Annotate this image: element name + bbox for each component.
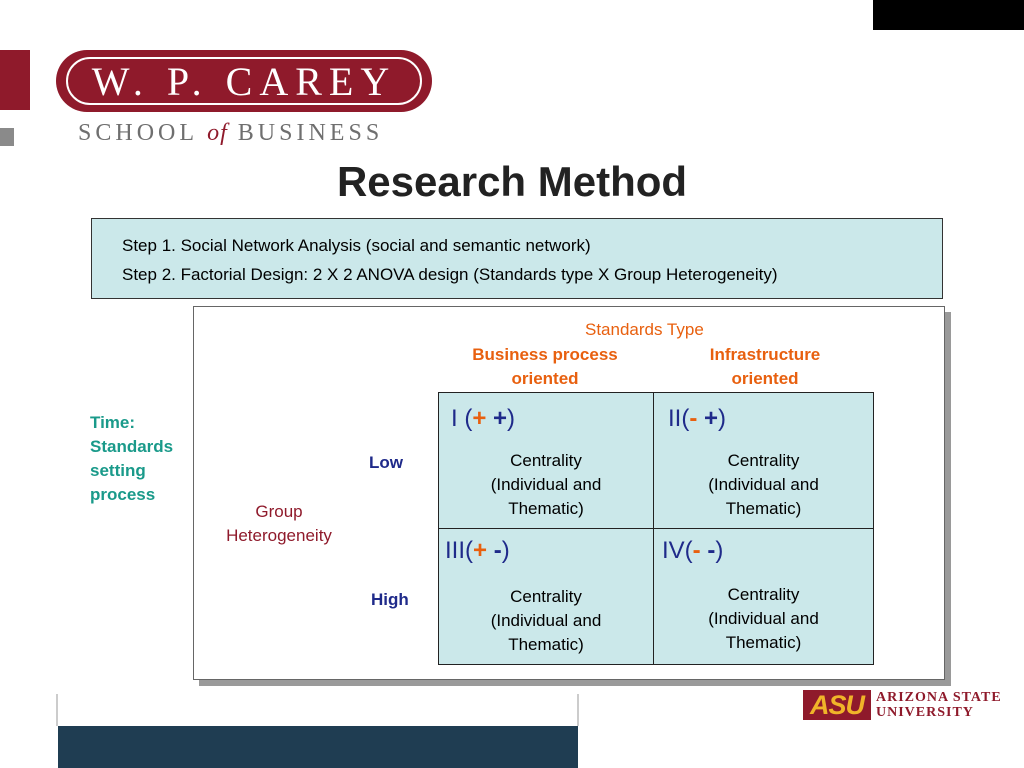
grid-cell-4: IV(- -) Centrality (Individual and Thema…	[654, 529, 873, 664]
cell-text-line: (Individual and	[490, 611, 602, 630]
quadrant-sign: +	[704, 405, 719, 432]
column-header-business-process: Business process oriented	[448, 343, 642, 391]
left-accent-square	[0, 128, 14, 146]
time-label-line: process	[90, 485, 156, 504]
quadrant-sign: +	[472, 405, 487, 432]
standards-type-label: Standards Type	[585, 320, 704, 339]
group-label-line: Group	[255, 502, 303, 521]
cell-text-line: Thematic)	[725, 633, 802, 652]
time-label-line: Time:	[90, 413, 136, 432]
column-header-line: Business process	[472, 345, 618, 364]
quadrant-label: II(- +)	[668, 405, 726, 433]
column-header-infrastructure: Infrastructure oriented	[668, 343, 862, 391]
asu-logo-mark: ASU	[803, 690, 871, 720]
logo-subtitle-business: BUSINESS	[227, 120, 384, 146]
step-1-text: Step 1. Social Network Analysis (social …	[122, 236, 591, 255]
quadrant-sign: +	[493, 405, 508, 432]
cell-text: Centrality (Individual and Thematic)	[439, 449, 653, 521]
grid-cell-3: III(+ -) Centrality (Individual and Them…	[439, 529, 654, 664]
quadrant-sign: -	[493, 537, 502, 564]
grid-cell-1: I (+ +) Centrality (Individual and Thema…	[439, 393, 654, 529]
bottom-divider	[577, 694, 579, 726]
steps-box: Step 1. Social Network Analysis (social …	[91, 218, 943, 299]
quadrant-close: )	[718, 405, 727, 432]
cell-text-line: (Individual and	[490, 475, 602, 494]
quadrant-close: )	[501, 537, 510, 564]
logo-subtitle-school: SCHOOL	[78, 120, 208, 146]
cell-text: Centrality (Individual and Thematic)	[439, 585, 653, 657]
quadrant-numeral: I (	[451, 405, 473, 432]
cell-text-line: Centrality	[510, 587, 582, 606]
quadrant-label: III(+ -)	[445, 537, 510, 565]
quadrant-sign: +	[473, 537, 488, 564]
cell-text: Centrality (Individual and Thematic)	[654, 583, 873, 655]
asu-logo-text: ARIZONA STATE UNIVERSITY	[876, 690, 1002, 720]
cell-text-line: Thematic)	[508, 499, 584, 518]
wp-carey-logo: W. P. CAREY	[56, 50, 432, 112]
row-label-high: High	[371, 590, 409, 609]
group-label-line: Heterogeneity	[226, 526, 332, 545]
quadrant-label: I (+ +)	[451, 405, 515, 433]
time-label-line: Standards	[90, 437, 174, 456]
time-label: Time: Standards setting process	[90, 411, 173, 507]
row-label-low: Low	[369, 453, 403, 472]
footer-bar	[58, 726, 578, 768]
time-label-line: setting	[90, 461, 146, 480]
group-heterogeneity-label: Group Heterogeneity	[208, 500, 350, 548]
cell-text-line: Centrality	[510, 451, 582, 470]
left-accent-bar	[0, 50, 30, 110]
cell-text-line: Centrality	[727, 585, 800, 604]
quadrant-close: )	[507, 405, 516, 432]
cell-text: Centrality (Individual and Thematic)	[654, 449, 873, 521]
cell-text-line: (Individual and	[708, 475, 819, 494]
column-header-line: oriented	[731, 369, 799, 388]
quadrant-sign: -	[689, 405, 698, 432]
factorial-grid: I (+ +) Centrality (Individual and Thema…	[438, 392, 874, 665]
asu-logo-line: ARIZONA STATE	[876, 690, 1002, 705]
quadrant-sign: -	[707, 537, 716, 564]
quadrant-numeral: IV(	[662, 537, 693, 564]
column-header-line: oriented	[511, 369, 579, 388]
asu-logo-line: UNIVERSITY	[876, 705, 974, 720]
step-2-text: Step 2. Factorial Design: 2 X 2 ANOVA de…	[122, 265, 778, 284]
cell-text-line: Thematic)	[725, 499, 802, 518]
wp-carey-logo-text: W. P. CAREY	[91, 58, 397, 104]
cell-text-line: Centrality	[727, 451, 800, 470]
cell-text-line: (Individual and	[708, 609, 819, 628]
quadrant-close: )	[715, 537, 724, 564]
page-title: Research Method	[336, 158, 688, 205]
quadrant-numeral: II(	[668, 405, 690, 432]
school-of-business-text: SCHOOL of BUSINESS	[78, 120, 383, 147]
logo-subtitle-of: of	[207, 120, 228, 146]
column-header-line: Infrastructure	[709, 345, 821, 364]
quadrant-numeral: III(	[445, 537, 473, 564]
corner-decoration	[873, 0, 1024, 30]
cell-text-line: Thematic)	[508, 635, 584, 654]
wp-carey-logo-border: W. P. CAREY	[66, 57, 422, 105]
quadrant-label: IV(- -)	[662, 537, 723, 565]
quadrant-sign: -	[692, 537, 701, 564]
bottom-divider	[56, 694, 58, 726]
grid-cell-2: II(- +) Centrality (Individual and Thema…	[654, 393, 873, 529]
